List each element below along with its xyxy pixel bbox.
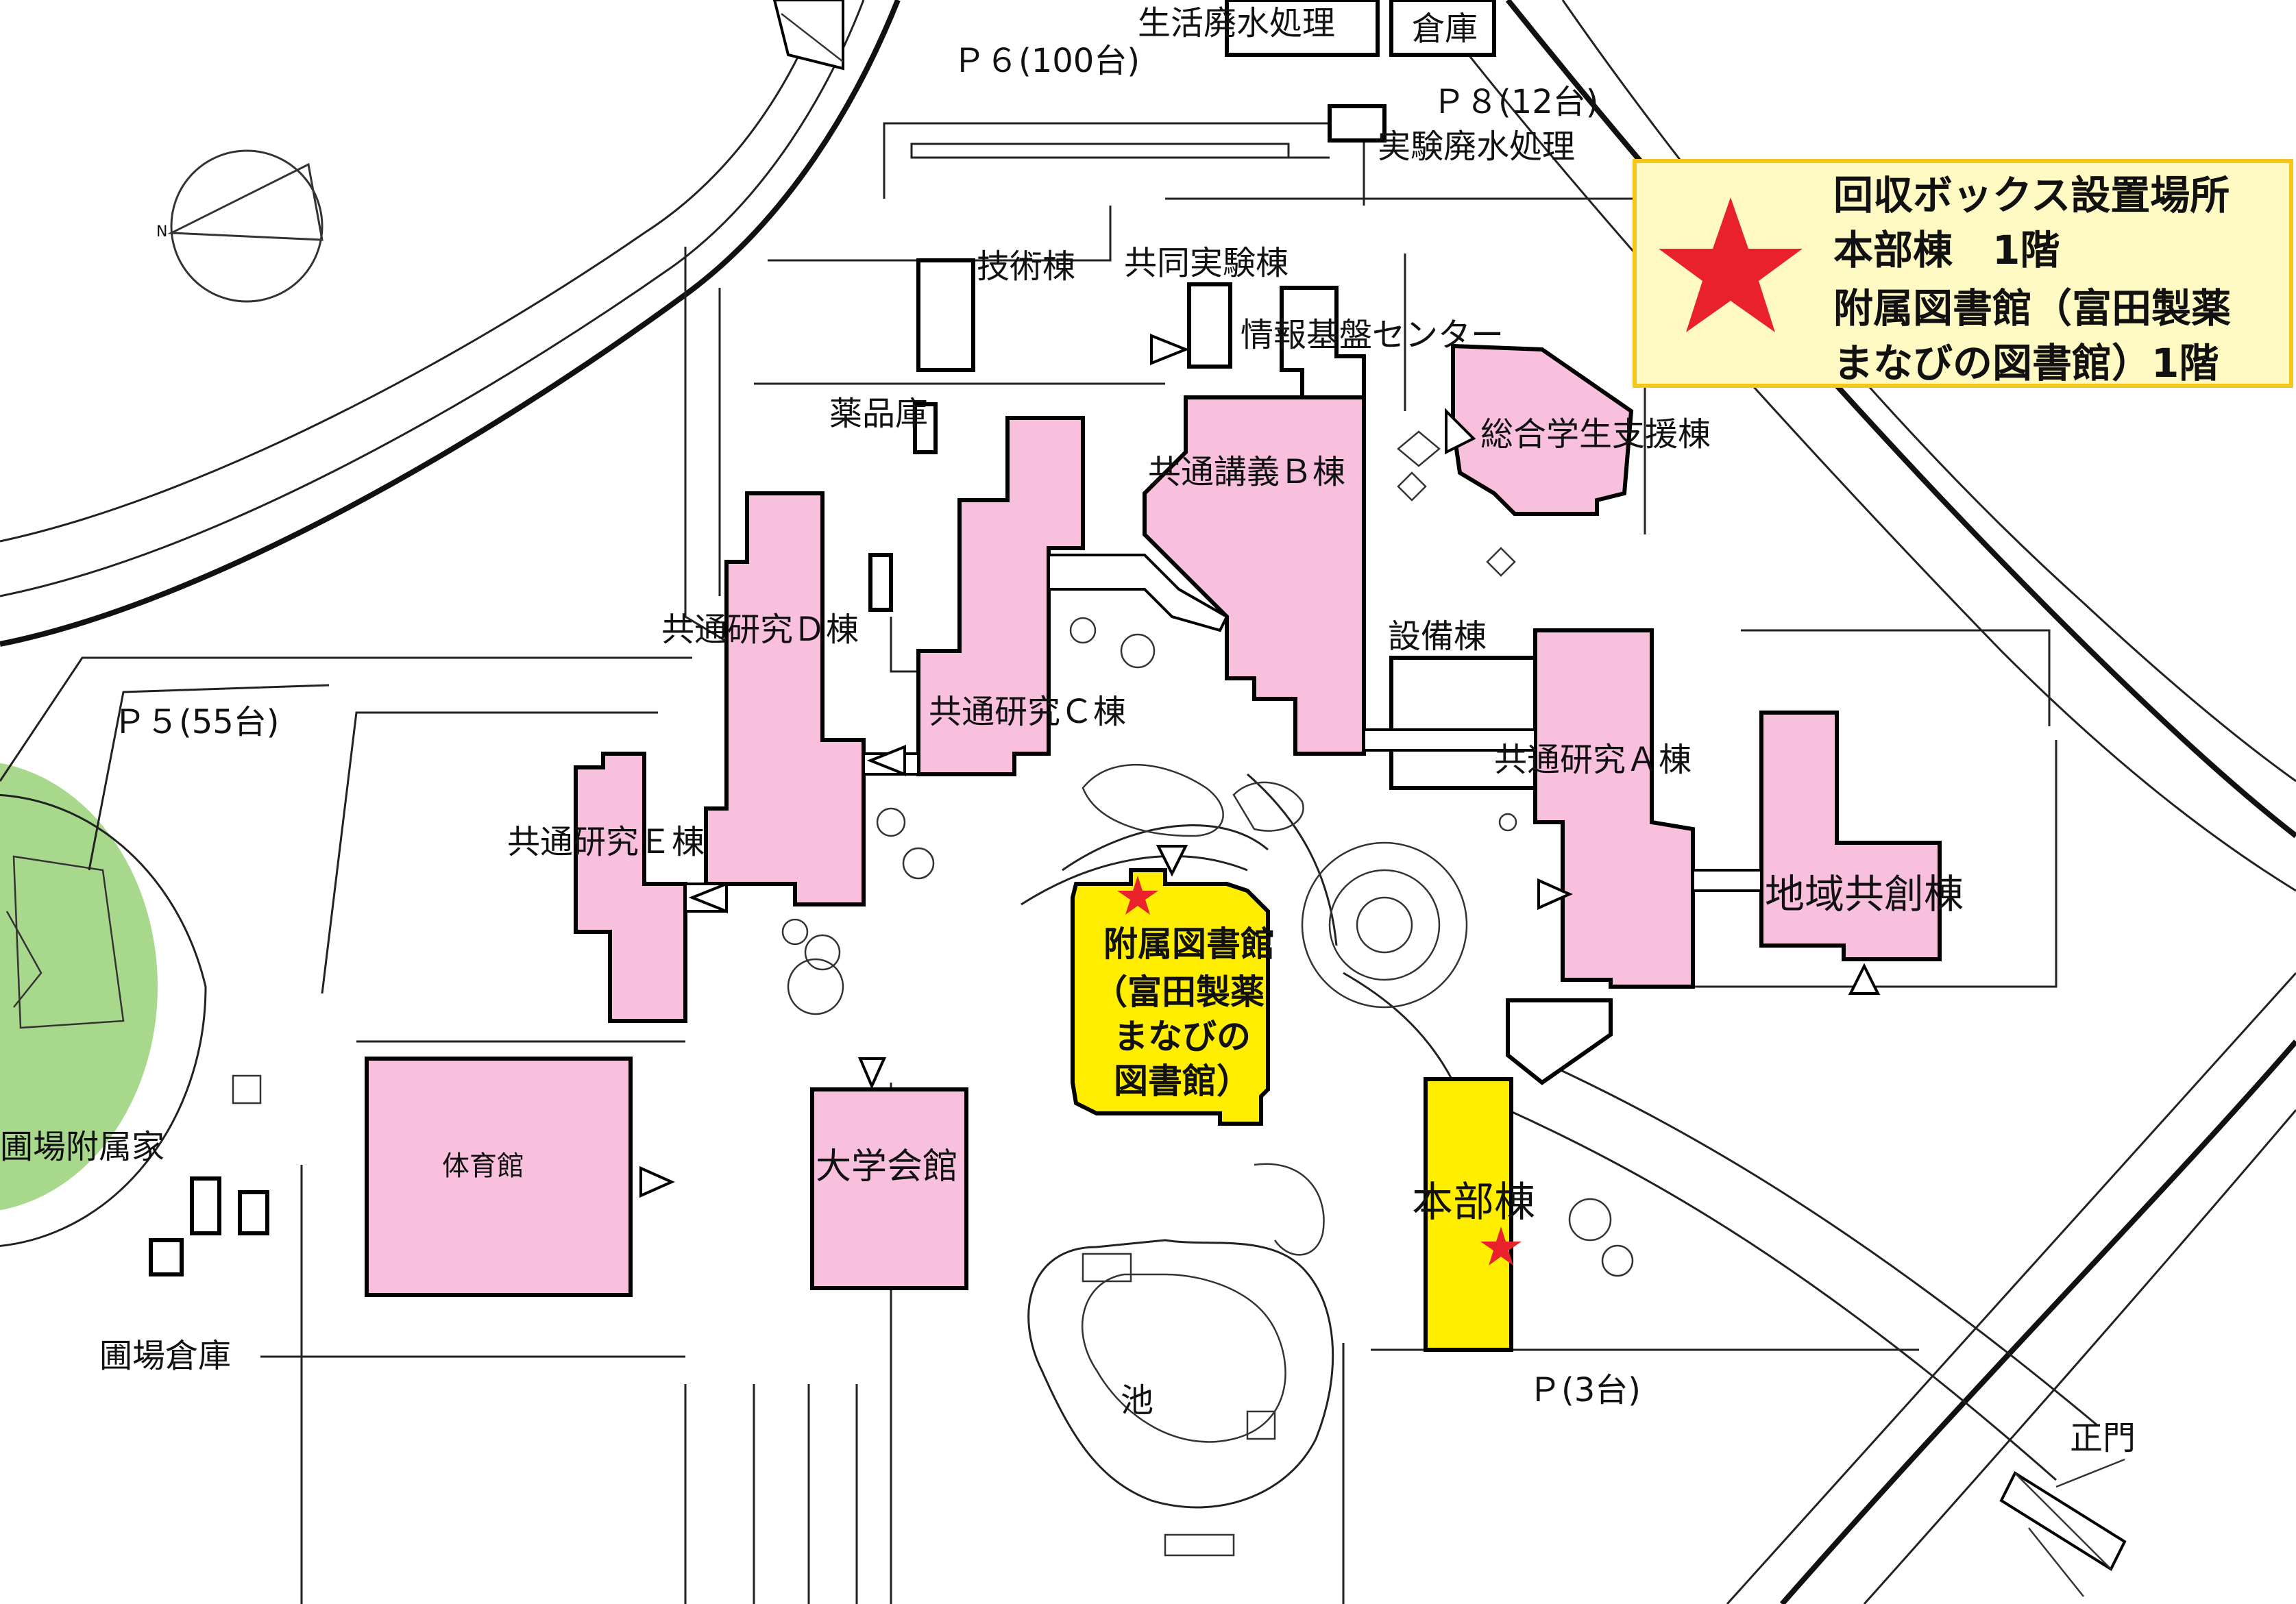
pond-area: [1027, 1163, 1334, 1557]
building-daigaku[interactable]: [810, 1087, 968, 1290]
central-plaza: [726, 617, 1634, 1277]
building-library[interactable]: [1071, 868, 1270, 1126]
north-gate: [772, 0, 844, 71]
markers: [1117, 876, 1522, 1266]
honbu-label: 本部棟: [1412, 1179, 1535, 1226]
kyodo-label: 共同実験棟: [1124, 244, 1289, 282]
enjo-soko-label: 圃場倉庫: [99, 1337, 231, 1375]
daigaku-kaikan-label: 大学会館: [816, 1146, 958, 1187]
entrance-markers: [639, 334, 1881, 1198]
kenkyu-d-label: 共通研究Ｄ棟: [661, 610, 859, 649]
labels: 附属図書館 （富田製薬 まなびの 図書館） 本部棟 体育館 大学会館 地域共創棟…: [0, 4, 2136, 1457]
building-sogo[interactable]: [1451, 343, 1634, 516]
compass-icon: N: [156, 149, 323, 303]
chiiki-label: 地域共創棟: [1765, 871, 1964, 917]
building-kenkyu-c[interactable]: [916, 416, 1085, 776]
kenkyu-e-label: 共通研究Ｅ棟: [507, 823, 705, 861]
parking-p8-label: Ｐ８(12台): [1432, 83, 1599, 121]
compass-label: N: [156, 223, 167, 240]
building-gym[interactable]: [365, 1057, 633, 1297]
building-kenkyu-a[interactable]: [1533, 628, 1695, 989]
enjo-fuzoku-label: 圃場附属家: [0, 1128, 164, 1166]
parking-p5-label: Ｐ５(55台): [113, 703, 280, 741]
library-label-2: （富田製薬: [1093, 972, 1265, 1012]
legend-box: 回収ボックス設置場所 本部棟 1階 附属図書館（富田製薬 まなびの図書館）1階: [1633, 159, 2293, 388]
yellow-buildings: [1071, 868, 1513, 1352]
star-icon: [1480, 1226, 1522, 1266]
seikatsu-label: 生活廃水処理: [1138, 4, 1335, 42]
sports-field: [0, 763, 207, 1247]
parking-p6-label: Ｐ６(100台): [953, 42, 1140, 80]
small-structures: [149, 0, 1613, 1276]
building-honbu[interactable]: [1424, 1077, 1513, 1352]
pink-buildings: [365, 343, 1942, 1297]
library-label-4: 図書館）: [1114, 1061, 1251, 1101]
soko-label: 倉庫: [1412, 10, 1478, 48]
pond-label: 池: [1121, 1381, 1153, 1420]
yakuhin-label: 薬品庫: [829, 395, 928, 433]
building-chiiki[interactable]: [1759, 711, 1942, 961]
gijutsu-label: 技術棟: [977, 247, 1075, 286]
building-kogi-b[interactable]: [1143, 395, 1366, 756]
kenkyu-a-label: 共通研究Ａ棟: [1494, 741, 1692, 779]
gym-label: 体育館: [442, 1150, 524, 1182]
gate-label: 正門: [2070, 1419, 2136, 1457]
kenkyu-c-label: 共通研究Ｃ棟: [929, 693, 1126, 731]
building-kenkyu-e[interactable]: [574, 752, 687, 1023]
legend-line-4: まなびの図書館）1階: [1833, 340, 2219, 386]
main-gate: [1999, 1458, 2127, 1597]
legend-line-2: 本部棟 1階: [1833, 227, 2060, 273]
legend-title: 回収ボックス設置場所: [1833, 172, 2230, 219]
jikken-label: 実験廃水処理: [1378, 127, 1575, 166]
johokiban-label: 情報基盤センター: [1241, 316, 1504, 354]
kogi-b-label: 共通講義Ｂ棟: [1148, 453, 1345, 491]
parking-p3-label: Ｐ(3台): [1528, 1371, 1641, 1409]
setsubi-label: 設備棟: [1388, 617, 1487, 656]
sogo-label: 総合学生支援棟: [1480, 415, 1711, 454]
star-icon: [1117, 876, 1158, 915]
library-label-3: まなびの: [1114, 1017, 1251, 1057]
building-kenkyu-d[interactable]: [704, 491, 866, 906]
star-icon: [1659, 197, 1803, 332]
legend-line-3: 附属図書館（富田製薬: [1833, 285, 2231, 332]
library-label-1: 附属図書館: [1103, 924, 1275, 964]
